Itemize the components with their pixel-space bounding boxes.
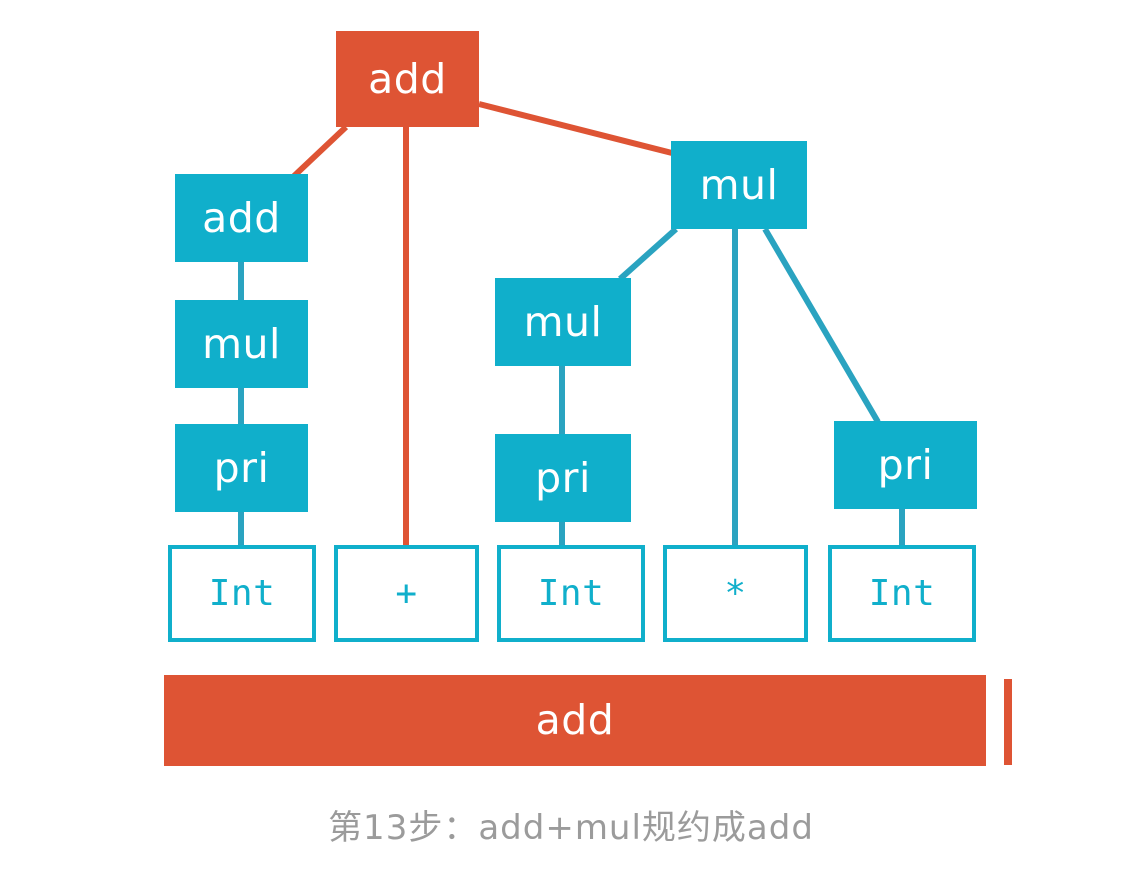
node-mid-pri[interactable]: pri <box>495 434 631 522</box>
edge-root-to-right-mul <box>478 101 677 157</box>
node-left-pri[interactable]: pri <box>175 424 308 512</box>
result-cursor <box>1004 679 1012 765</box>
node-label-right-mul: mul <box>699 160 779 209</box>
node-token-plus[interactable]: + <box>334 545 479 642</box>
node-root-add[interactable]: add <box>336 31 479 127</box>
node-token-int3[interactable]: Int <box>828 545 976 642</box>
node-right-pri[interactable]: pri <box>834 421 977 509</box>
result-bar[interactable]: add <box>164 675 986 766</box>
node-token-int1[interactable]: Int <box>168 545 316 642</box>
edge-rmul-to-right-pri <box>762 227 881 424</box>
node-token-int2[interactable]: Int <box>497 545 645 642</box>
node-right-mul[interactable]: mul <box>671 141 807 229</box>
caption-text: 第13步：add+mul规约成add <box>328 808 814 848</box>
node-left-add[interactable]: add <box>175 174 308 262</box>
node-label-token-int1: Int <box>208 572 276 614</box>
node-label-mid-mul: mul <box>523 297 603 346</box>
node-label-left-add: add <box>202 193 281 242</box>
node-mid-mul[interactable]: mul <box>495 278 631 366</box>
node-label-left-pri: pri <box>213 443 270 492</box>
edge-rmul-to-mid-mul <box>618 226 678 282</box>
result-bar-label: add <box>535 696 615 744</box>
node-label-root-add: add <box>368 54 447 103</box>
node-label-right-pri: pri <box>877 440 934 489</box>
node-token-star[interactable]: * <box>663 545 808 642</box>
node-label-token-int3: Int <box>868 572 936 614</box>
node-left-mul[interactable]: mul <box>175 300 308 388</box>
node-label-token-int2: Int <box>537 572 605 614</box>
node-label-token-star: * <box>724 572 747 614</box>
node-label-token-plus: + <box>395 572 418 614</box>
node-label-mid-pri: pri <box>535 453 591 502</box>
node-label-left-mul: mul <box>202 319 281 368</box>
edge-root-to-left-add <box>291 124 349 179</box>
